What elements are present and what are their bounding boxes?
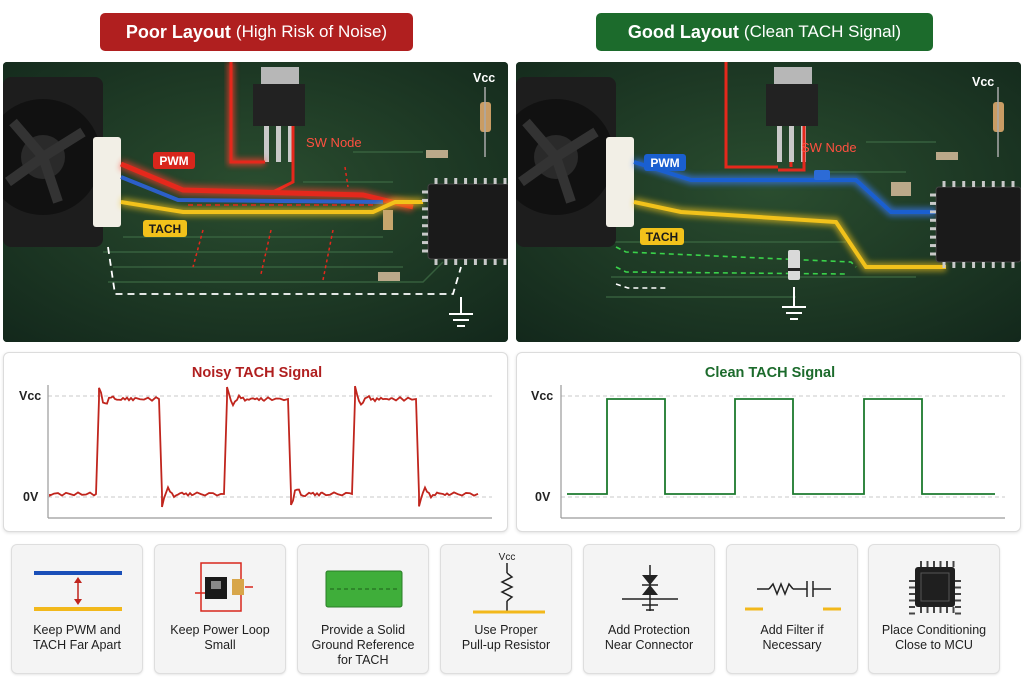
poor-layout-banner: Poor Layout (High Risk of Noise) — [100, 13, 413, 51]
tach-trace — [120, 200, 423, 214]
voltage-regulator — [253, 67, 305, 162]
noisy-waveform — [49, 385, 479, 508]
rc-filter-icon — [745, 581, 841, 611]
mcu-chip — [935, 186, 1021, 263]
pwm-label: PWM — [159, 154, 188, 168]
poor-pcb-panel: PWM TACH SW Node Vcc — [3, 62, 508, 342]
noisy-signal-plot: Noisy TACH Signal Vcc 0V — [19, 365, 492, 519]
vcc-axis-label: Vcc — [531, 389, 553, 403]
fan-connector — [606, 137, 634, 227]
fan-icon — [516, 77, 616, 247]
poor-layout-title: Poor Layout — [125, 21, 231, 42]
pullup-vcc-label: Vcc — [499, 552, 516, 563]
vcc-label: Vcc — [473, 71, 495, 85]
good-layout-banner: Good Layout (Clean TACH Signal) — [596, 13, 933, 51]
ground-icon — [782, 287, 806, 320]
decoupling-capacitor — [814, 170, 830, 180]
good-pcb-illustration: PWM TACH SW Node Vcc — [516, 62, 1021, 342]
good-layout-title: Good Layout — [627, 21, 739, 42]
noisy-signal-title: Noisy TACH Signal — [192, 365, 322, 381]
return-path-dashed — [107, 246, 462, 295]
tvs-diode — [788, 250, 800, 280]
tvs-diode-icon — [622, 565, 678, 611]
mcu-chip-icon — [909, 561, 961, 615]
mcu-chip — [427, 183, 508, 260]
switching-loop-trace — [229, 62, 265, 164]
noisy-signal-card: Noisy TACH Signal Vcc 0V — [3, 352, 508, 532]
clean-signal-card: Clean TACH Signal Vcc 0V — [516, 352, 1021, 532]
fan-connector — [93, 137, 121, 227]
ground-plane-icon — [325, 570, 403, 608]
tach-label: TACH — [149, 222, 181, 236]
zero-volt-axis-label: 0V — [535, 490, 551, 504]
fan-icon — [3, 77, 103, 247]
vcc-axis-label: Vcc — [19, 389, 41, 403]
vcc-label: Vcc — [972, 75, 994, 89]
pwm-trace — [633, 160, 936, 214]
zero-volt-axis-label: 0V — [23, 490, 39, 504]
good-layout-subtitle: (Clean TACH Signal) — [743, 22, 902, 41]
poor-layout-subtitle: (High Risk of Noise) — [235, 22, 388, 41]
pullup-resistor-icon: Vcc — [473, 552, 545, 614]
tach-trace — [633, 200, 946, 269]
noise-coupling-arrows — [192, 166, 349, 281]
good-pcb-panel: PWM TACH SW Node Vcc — [516, 62, 1021, 342]
tach-label: TACH — [646, 230, 678, 244]
switching-loop-trace — [724, 62, 806, 172]
ground-icon — [449, 297, 473, 327]
poor-pcb-illustration: PWM TACH SW Node Vcc — [3, 62, 508, 342]
sw-node-label: SW Node — [306, 135, 362, 150]
sw-node-label: SW Node — [801, 140, 857, 155]
pwm-label: PWM — [650, 156, 679, 170]
smd-capacitor — [426, 150, 448, 158]
separated-traces-icon — [34, 571, 122, 611]
clean-waveform — [567, 398, 995, 495]
clean-signal-plot: Clean TACH Signal Vcc 0V — [531, 365, 1005, 519]
clean-signal-title: Clean TACH Signal — [705, 365, 835, 381]
power-loop-icon — [195, 562, 253, 612]
smd-capacitor — [936, 152, 958, 160]
blue-wire-trace — [120, 175, 384, 204]
